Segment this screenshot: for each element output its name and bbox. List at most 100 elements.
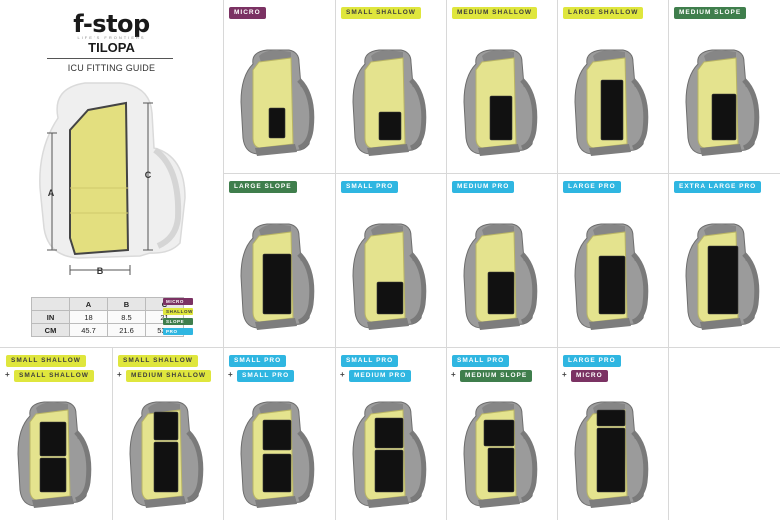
icu-label: MEDIUM PRO [452, 181, 515, 193]
title-divider [47, 58, 173, 59]
icu-fit-cell: LARGE PRO [557, 174, 668, 348]
dimension-c-label: C [145, 170, 152, 180]
grid-divider [557, 347, 558, 520]
pack-base [367, 318, 409, 330]
icu-label-secondary: SMALL SHALLOW [14, 370, 94, 382]
shoulder-strap [153, 147, 182, 249]
grid-divider [0, 347, 780, 348]
table-cell: 18 [69, 310, 108, 324]
icu-insert [374, 417, 404, 449]
pack-strap [520, 430, 538, 503]
icu-label: SMALL PRO [452, 355, 510, 367]
icu-insert [487, 271, 515, 315]
backpack-illustration [240, 49, 315, 156]
pack-base [589, 144, 631, 156]
icu-insert [596, 427, 626, 493]
pack-base [255, 144, 297, 156]
pack-base [255, 318, 297, 330]
dimension-a-label: A [48, 188, 55, 198]
table-cell: 21.6 [107, 323, 146, 337]
grid-divider [112, 347, 113, 520]
plus-icon: + [228, 370, 233, 379]
icu-label: MICRO [229, 7, 266, 19]
pack-strap [520, 252, 538, 325]
icu-label: LARGE SHALLOW [563, 7, 644, 19]
pack-strap [631, 78, 649, 151]
icu-label: SMALL SHALLOW [118, 355, 198, 367]
legend-slope: SLOPE [163, 318, 193, 325]
icu-fit-cell: LARGE PRO+MICRO [557, 348, 668, 520]
table-row: CM 45.7 21.6 53.3 [31, 323, 184, 337]
icu-insert [262, 253, 292, 315]
icu-fit-cell: SMALL SHALLOW [335, 0, 446, 174]
pack-strap [631, 430, 649, 503]
grid-divider [335, 347, 336, 520]
model-name: TILOPA [88, 40, 135, 55]
icu-label-secondary: MEDIUM SLOPE [460, 370, 533, 382]
icu-fit-cell: MEDIUM SLOPE [668, 0, 779, 174]
icu-label-secondary: MEDIUM PRO [349, 370, 412, 382]
backpack-illustration [352, 401, 427, 508]
icu-insert [483, 419, 515, 447]
legend-micro: MICRO [163, 298, 193, 305]
icu-fit-cell: SMALL SHALLOW+SMALL SHALLOW [0, 348, 111, 520]
icu-insert [39, 421, 67, 457]
pack-strap [297, 78, 315, 151]
legend-pro: PRO [163, 328, 193, 335]
pack-strap [631, 252, 649, 325]
backpack-illustration [463, 401, 538, 508]
icu-insert [268, 107, 286, 139]
pack-base [144, 496, 186, 508]
backpack-illustration [574, 223, 649, 330]
pack-base [478, 318, 520, 330]
icu-insert [262, 453, 292, 493]
icu-fit-cell: SMALL PRO [335, 174, 446, 348]
table-cell: 8.5 [107, 310, 146, 324]
icu-insert [711, 93, 737, 141]
icu-insert [489, 95, 513, 141]
icu-insert [262, 419, 292, 451]
backpack-illustration [685, 223, 760, 330]
pack-strap [297, 252, 315, 325]
icu-label: MEDIUM SLOPE [674, 7, 747, 19]
icu-fit-cell: SMALL PRO+SMALL PRO [223, 348, 334, 520]
row-header: CM [31, 323, 70, 337]
backpack-illustration [17, 401, 92, 508]
icu-insert [596, 409, 626, 427]
icu-fit-cell: SMALL PRO + MEDIUM PRO [335, 348, 446, 520]
pack-strap [520, 78, 538, 151]
icu-label: SMALL PRO [341, 355, 399, 367]
plus-icon: + [562, 370, 567, 379]
icu-compartment [69, 101, 130, 256]
plus-icon: + [340, 370, 345, 379]
grid-divider [668, 347, 669, 520]
dimensions-header-row: A B C [31, 297, 184, 311]
legend-shallow: SHALLOW [163, 308, 193, 315]
plus-icon: + [451, 370, 456, 379]
icu-type-legend: MICRO SHALLOW SLOPE PRO [163, 298, 193, 338]
pack-strap [186, 430, 204, 503]
pack-base [32, 496, 74, 508]
pack-base [478, 496, 520, 508]
icu-insert [707, 245, 739, 315]
backpack-illustration [574, 49, 649, 156]
grid-divider [223, 173, 780, 174]
icu-label: SMALL SHALLOW [341, 7, 421, 19]
pack-base [255, 496, 297, 508]
icu-insert [376, 281, 404, 315]
icu-fit-cell: MICRO [223, 0, 334, 174]
icu-label-secondary: MICRO [571, 370, 608, 382]
icu-fit-cell: LARGE SHALLOW [557, 0, 668, 174]
table-corner [31, 297, 70, 311]
backpack-illustration [240, 223, 315, 330]
backpack-illustration [574, 401, 649, 508]
brand-tagline: LIFE'S FRONTIERS [77, 35, 146, 40]
icu-insert [378, 111, 402, 141]
pack-strap [74, 430, 92, 503]
icu-insert [598, 255, 626, 315]
backpack-illustration [352, 223, 427, 330]
icu-label: EXTRA LARGE PRO [674, 181, 762, 193]
dimension-b-label: B [97, 266, 104, 276]
pack-base [367, 496, 409, 508]
backpack-illustration [352, 49, 427, 156]
